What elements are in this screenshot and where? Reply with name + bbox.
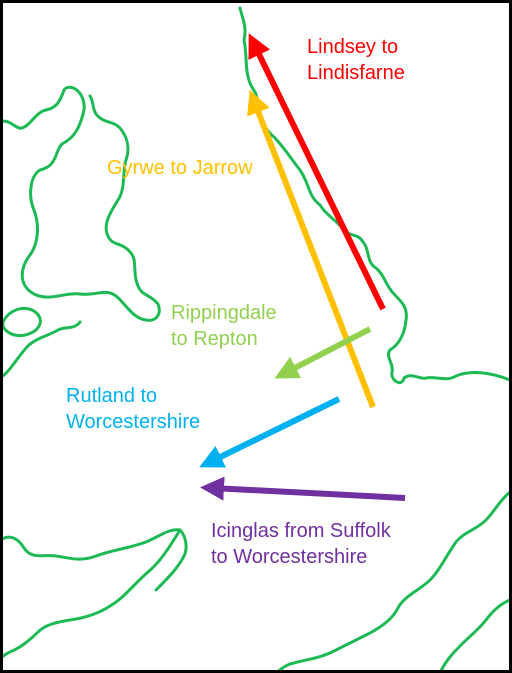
southeast-coastline [274,490,512,673]
thames-estuary [438,598,512,673]
severn-estuary [154,528,188,592]
label-icinglas-line2: to Worcestershire [211,546,368,568]
route-arrow-gyrwe [247,89,376,409]
label-lindsey: Lindsey to Lindisfarne [307,34,405,86]
route-arrow-rippingdale [274,326,372,379]
label-rutland: Rutland to Worcestershire [66,383,200,435]
southwest-coastline [0,320,82,380]
label-gyrwe-line1: Gyrwe to Jarrow [107,157,253,179]
label-rutland-line1: Rutland to [66,385,158,407]
severn-coastline [0,528,182,662]
route-arrow-lindsey [248,33,386,311]
west-inlet [1,306,42,338]
label-rippingdale: Rippingdale to Repton [171,300,277,352]
label-lindsey-line1: Lindsey to [307,36,399,58]
label-lindsey-line2: Lindisfarne [307,62,405,84]
label-rippingdale-line1: Rippingdale [171,302,277,324]
route-arrow-rutland [199,396,341,468]
west-coastline [0,85,161,322]
label-rippingdale-line2: to Repton [171,328,258,350]
route-arrow-icinglas [200,476,406,501]
label-rutland-line2: Worcestershire [66,411,201,433]
label-icinglas: Icinglas from Suffolk to Worcestershire [211,518,391,570]
label-icinglas-line1: Icinglas from Suffolk [211,520,391,542]
label-gyrwe: Gyrwe to Jarrow [107,155,253,181]
